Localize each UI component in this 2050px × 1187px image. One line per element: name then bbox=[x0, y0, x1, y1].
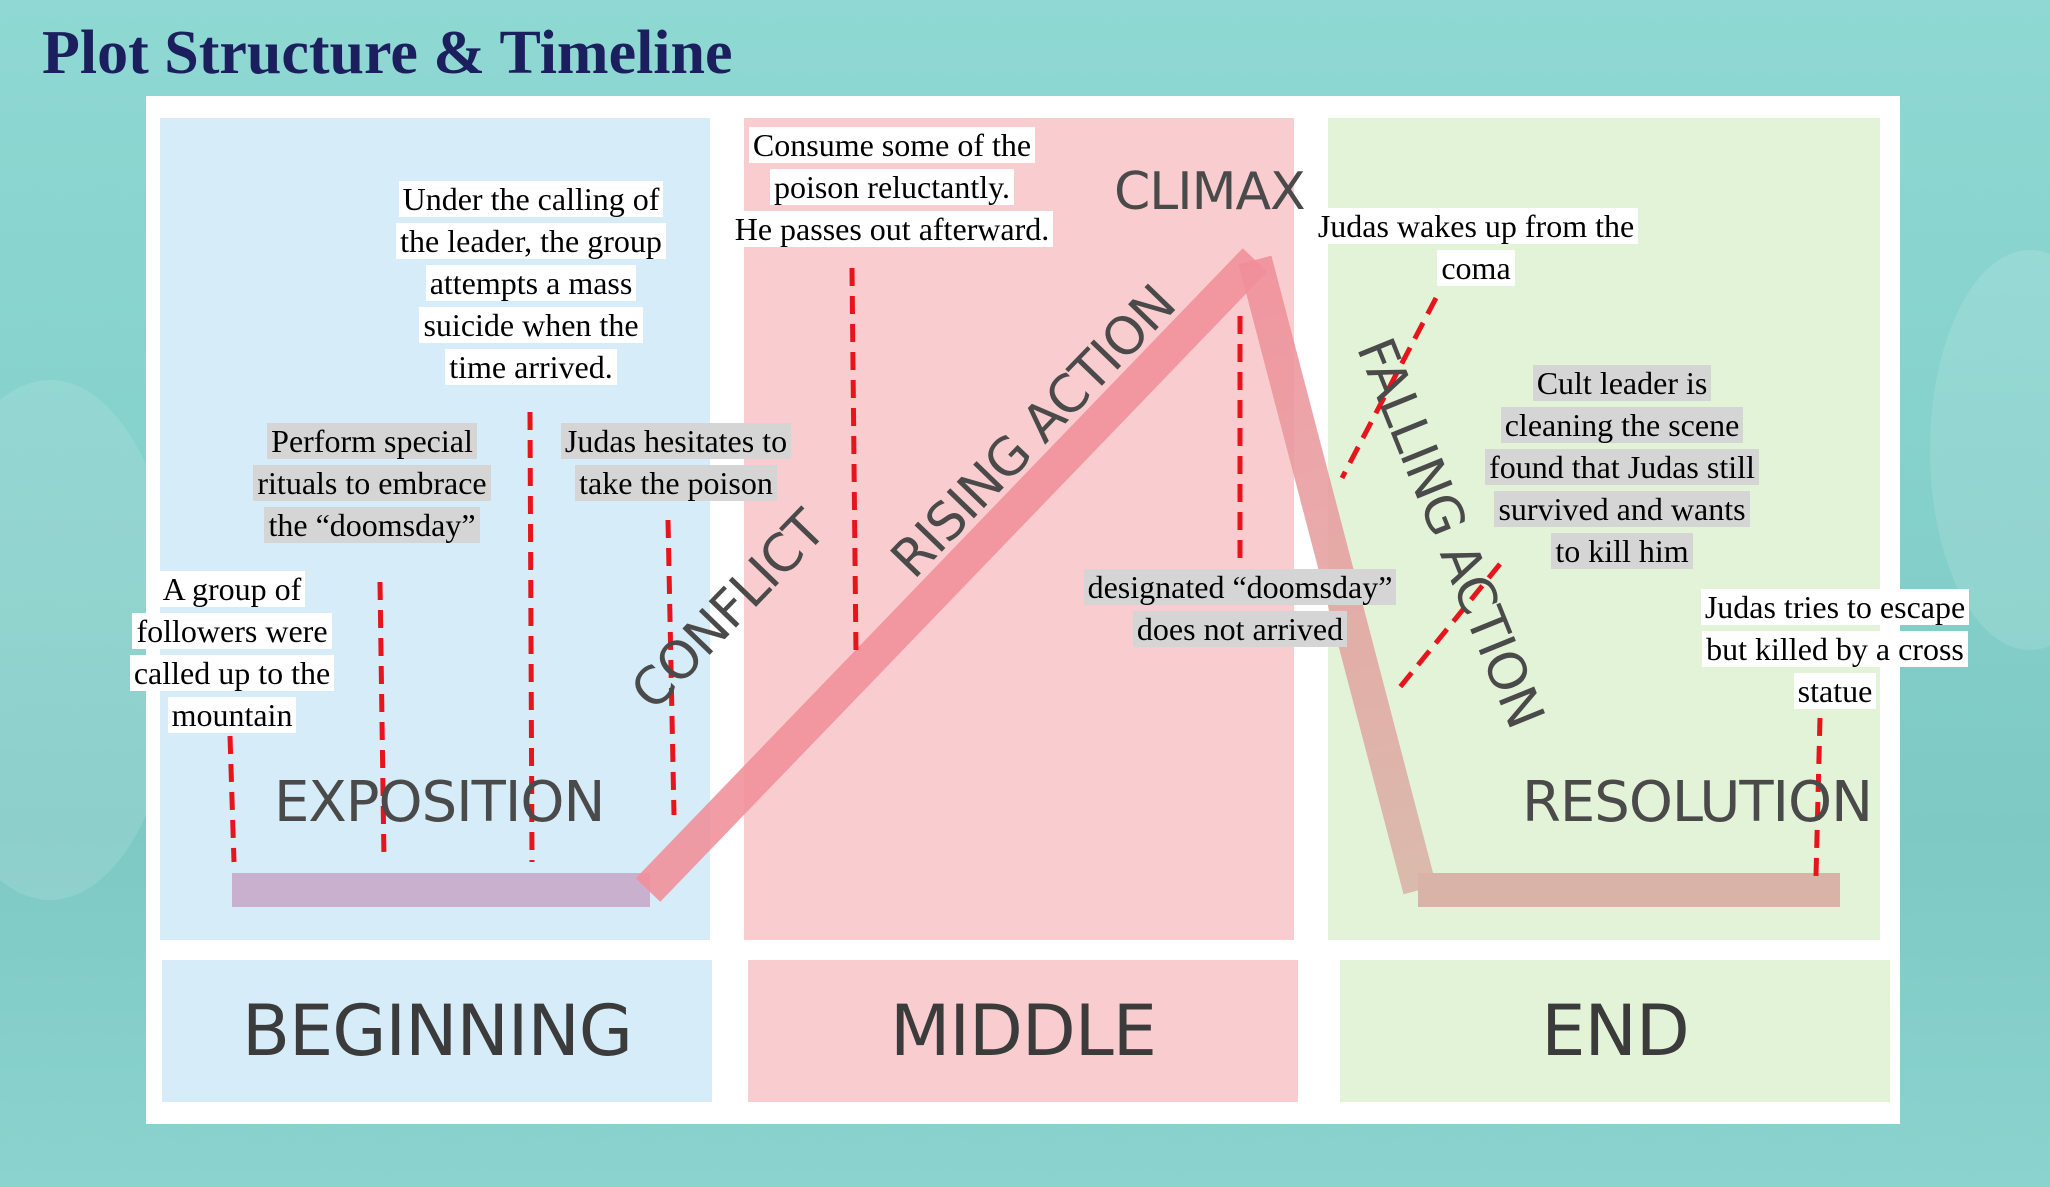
event-note-2: Perform special rituals to embrace the “do… bbox=[232, 420, 512, 546]
rising-action-line bbox=[635, 248, 1268, 902]
end-label: END bbox=[1340, 960, 1890, 1102]
event-note-line: take the poison bbox=[575, 465, 777, 501]
event-note-line: poison reluctantly. bbox=[769, 169, 1015, 205]
event-note-line: Judas wakes up from the bbox=[1313, 208, 1639, 244]
stage-climax: CLIMAX bbox=[1114, 162, 1306, 222]
stage-resolution: RESOLUTION bbox=[1522, 770, 1873, 835]
event-note-6: designated “doomsday” does not arrived bbox=[1062, 566, 1418, 650]
event-note-3: Under the calling of the leader, the grou… bbox=[376, 178, 686, 388]
event-note-line: called up to the bbox=[129, 655, 335, 691]
event-note-8: Cult leader is cleaning the scene found th… bbox=[1464, 362, 1780, 572]
event-note-line: Judas tries to escape bbox=[1700, 589, 1970, 625]
marker-4 bbox=[665, 519, 677, 816]
page-title: Plot Structure & Timeline bbox=[42, 19, 733, 87]
event-note-line: He passes out afterward. bbox=[730, 211, 1054, 247]
event-note-line: cleaning the scene bbox=[1500, 407, 1744, 443]
event-note-line: Consume some of the bbox=[748, 127, 1036, 163]
event-note-1: A group of followers were called up to the… bbox=[114, 568, 350, 736]
event-note-7: Judas wakes up from the coma bbox=[1296, 205, 1656, 289]
event-note-line: does not arrived bbox=[1132, 611, 1348, 647]
event-note-line: Under the calling of bbox=[398, 181, 664, 217]
marker-5 bbox=[849, 267, 859, 656]
event-note-line: designated “doomsday” bbox=[1083, 569, 1397, 605]
event-note-line: rituals to embrace bbox=[253, 465, 491, 501]
event-note-5: Consume some of the poison reluctantly. He… bbox=[712, 124, 1072, 250]
event-note-line: the “doomsday” bbox=[264, 507, 480, 543]
marker-7 bbox=[1339, 296, 1439, 480]
event-note-line: time arrived. bbox=[445, 349, 617, 385]
end-zone bbox=[1328, 118, 1880, 940]
event-note-line: survived and wants bbox=[1494, 491, 1750, 527]
event-note-line: Judas hesitates to bbox=[560, 423, 792, 459]
event-markers bbox=[227, 267, 1823, 877]
event-note-line: Perform special bbox=[267, 423, 477, 459]
marker-1 bbox=[227, 735, 237, 863]
marker-3 bbox=[527, 411, 535, 863]
event-note-line: attempts a mass bbox=[425, 265, 637, 301]
marker-2 bbox=[377, 581, 387, 861]
beginning-label: BEGINNING bbox=[162, 960, 712, 1102]
event-note-line: Cult leader is bbox=[1532, 365, 1712, 401]
event-note-line: the leader, the group bbox=[396, 223, 666, 259]
middle-label: MIDDLE bbox=[748, 960, 1298, 1102]
stage-exposition: EXPOSITION bbox=[274, 770, 605, 835]
event-note-line: followers were bbox=[132, 613, 332, 649]
event-note-line: to kill him bbox=[1551, 533, 1693, 569]
event-note-line: statue bbox=[1793, 673, 1877, 709]
event-note-line: suicide when the bbox=[419, 307, 643, 343]
event-note-line: coma bbox=[1437, 250, 1515, 286]
event-note-line: mountain bbox=[167, 697, 297, 733]
event-note-4: Judas hesitates to take the poison bbox=[548, 420, 804, 504]
event-note-line: A group of bbox=[158, 571, 306, 607]
event-note-line: but killed by a cross bbox=[1702, 631, 1968, 667]
event-note-9: Judas tries to escape but killed by a cro… bbox=[1660, 586, 2010, 712]
event-note-line: found that Judas still bbox=[1485, 449, 1759, 485]
